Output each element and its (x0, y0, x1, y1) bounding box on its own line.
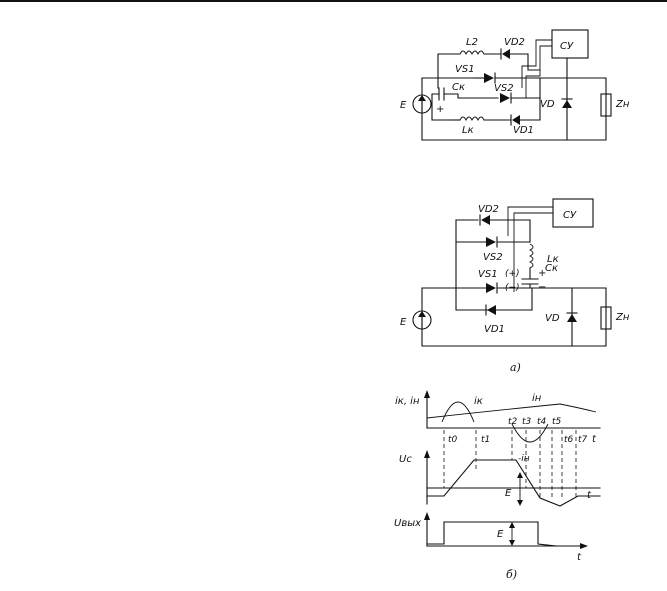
label-vs2-b: VS2 (483, 252, 503, 263)
label-vd1-b: VD1 (484, 324, 505, 335)
circuit-a-control-unit (551, 29, 589, 59)
negative-load-current-label: -iн (518, 454, 530, 464)
caption-a: а) (510, 361, 521, 374)
time-label-t0: t0 (448, 435, 458, 445)
circuit-b-diode-vd2 (479, 214, 490, 226)
circuit-a: E L2 VD2 СУ VS1 Cк + (400, 29, 630, 141)
circuit-b-source (412, 310, 432, 330)
time-label-t3: t3 (522, 417, 532, 427)
label-lk-a: Lк (462, 125, 474, 136)
circuit-a-control-unit-label: СУ (560, 41, 574, 52)
circuit-a-diode-vd1 (510, 114, 520, 126)
uout-time-label: t (577, 552, 582, 563)
circuit-a-thyristor-vs1 (484, 72, 496, 84)
label-l2: L2 (466, 37, 478, 48)
uc-e-label: E (505, 488, 512, 499)
time-label-t6: t6 (564, 435, 574, 445)
time-label-t4: t4 (537, 417, 547, 427)
capacitor-voltage-curve (426, 459, 601, 507)
label-load-b: Zн (615, 312, 630, 323)
timing-diagrams: iк, iн iн iк -iн t0 t1 t2 t3 t4 t5 t6 t7… (394, 390, 601, 563)
label-vd-b: VD (545, 313, 560, 324)
time-label-t5: t5 (552, 417, 562, 427)
circuit-a-source-label: E (400, 100, 407, 111)
circuit-b-diode-vd1 (485, 304, 496, 316)
circuit-b-source-label: E (400, 317, 407, 328)
commutation-current-curve (441, 401, 475, 423)
caption-b: б) (506, 568, 517, 581)
circuit-b: VD2 СУ VS2 Lк (+) (−) + − Cк (400, 198, 630, 347)
circuit-a-diode-vd (561, 98, 573, 108)
time-label-t7: t7 (578, 435, 588, 445)
circuit-b-thyristor-vs1 (486, 282, 498, 294)
label-plus-paren-b: (+) (505, 269, 520, 279)
load-current-curve (426, 403, 597, 419)
negative-load-current-curve (511, 423, 549, 443)
label-vd2-a: VD2 (504, 37, 525, 48)
uout-axis-label: Uвых (394, 518, 421, 529)
current-time-label: t (592, 434, 597, 445)
circuit-a-inductor-l2 (459, 50, 485, 56)
circuit-b-diode-vd (566, 312, 578, 322)
output-voltage-pulse (426, 521, 557, 547)
circuit-a-thyristor-vs2 (500, 92, 512, 104)
circuit-b-control-unit-label: СУ (563, 210, 577, 221)
label-load-a: Zн (615, 99, 630, 110)
current-axis-label: iк, iн (395, 396, 420, 407)
circuit-b-thyristor-vs2 (486, 236, 498, 248)
circuit-b-load (600, 306, 612, 330)
circuit-a-source (412, 94, 432, 114)
circuit-a-load (600, 93, 612, 117)
label-vs1-b: VS1 (478, 269, 498, 280)
uout-e-label: E (497, 529, 504, 540)
commutation-current-label: iк (474, 396, 483, 407)
uc-axis-label: Uc (399, 454, 412, 465)
circuit-a-outer-wire (421, 77, 607, 141)
label-vd1-a: VD1 (513, 125, 534, 136)
time-label-t1: t1 (481, 435, 490, 445)
label-vs2-a: VS2 (494, 83, 514, 94)
label-ck-b: Cк (545, 263, 558, 274)
circuit-a-inductor-lk (459, 116, 485, 122)
label-lk-b: Lк (547, 254, 559, 265)
load-current-label: iн (532, 393, 542, 404)
circuit-a-diode-vd2 (500, 48, 510, 60)
label-vd2-b: VD2 (478, 204, 499, 215)
label-ck-a: Cк (452, 82, 465, 93)
label-vd-a: VD (540, 99, 555, 110)
label-vs1-a: VS1 (455, 64, 475, 75)
time-label-t2: t2 (508, 417, 518, 427)
circuit-b-inductor-lk (528, 243, 534, 269)
label-plus-a: + (436, 104, 444, 115)
label-plus-b: + (538, 268, 546, 279)
